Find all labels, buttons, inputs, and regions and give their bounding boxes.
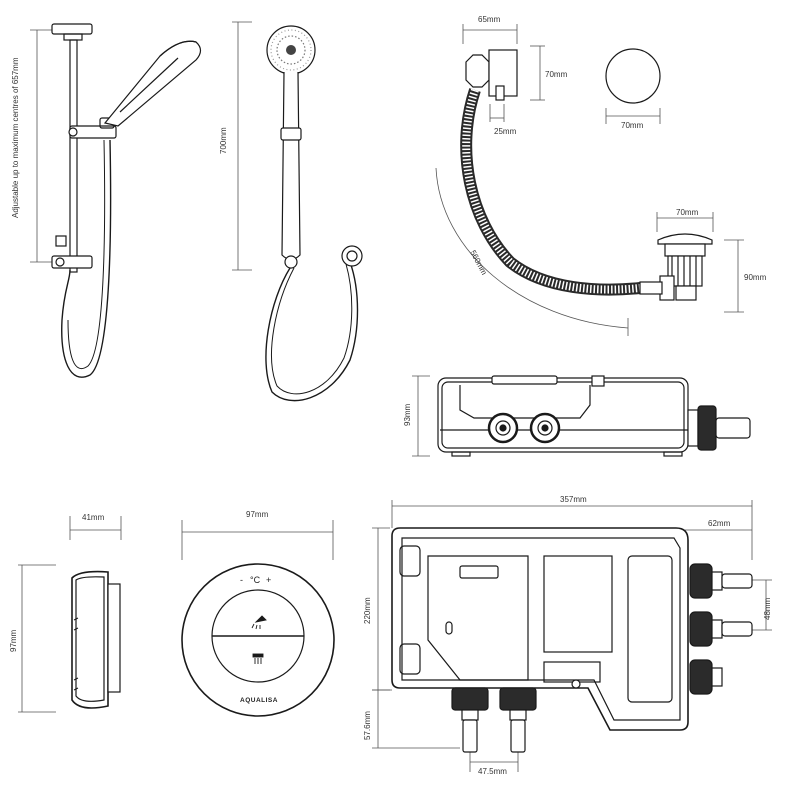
control-depth-label: 41mm bbox=[82, 513, 105, 522]
control-front-view bbox=[181, 520, 335, 717]
unit-dimension-lines bbox=[372, 500, 772, 772]
shower-spray-icon bbox=[251, 615, 267, 630]
rail-dimension-line bbox=[30, 29, 52, 263]
cap-dimension-line bbox=[605, 108, 661, 124]
outlet-width-label: 65mm bbox=[478, 15, 501, 24]
unit-side-dimension-line bbox=[412, 375, 430, 457]
unit-height-label: 220mm bbox=[363, 597, 372, 624]
unit-side-height-label: 93mm bbox=[403, 403, 412, 426]
bottom-spacing-label: 47.5mm bbox=[478, 767, 507, 776]
waste-cap bbox=[605, 48, 661, 104]
waste-outlet-drawing bbox=[435, 24, 744, 336]
temperature-minus: - bbox=[240, 575, 243, 585]
outlet-depth-label: 25mm bbox=[494, 127, 517, 136]
brand-logo-text: AQUALISA bbox=[240, 697, 278, 704]
right-connectors bbox=[689, 563, 753, 695]
control-side-profile bbox=[18, 516, 122, 713]
control-depth-dimension bbox=[18, 516, 122, 713]
temperature-plus: + bbox=[266, 575, 271, 585]
hose-length-label: 560mm bbox=[468, 249, 489, 277]
unit-width-label: 357mm bbox=[560, 495, 587, 504]
temperature-unit: °C bbox=[250, 575, 261, 585]
rail-adjustable-label: Adjustable up to maximum centres of 657m… bbox=[11, 57, 20, 218]
waste-dimension-lines bbox=[656, 212, 744, 313]
control-width-dimension bbox=[181, 520, 334, 560]
handset-drawing bbox=[232, 21, 363, 402]
outlet-height-label: 70mm bbox=[545, 70, 568, 79]
bottom-connectors bbox=[451, 687, 537, 753]
unit-front-view bbox=[372, 500, 772, 772]
click-clack-waste bbox=[639, 233, 713, 301]
riser-rail-drawing bbox=[30, 23, 202, 378]
unit-side-offset-label: 62mm bbox=[708, 519, 731, 528]
unit-side-view bbox=[412, 375, 751, 457]
port-spacing-label: 48mm bbox=[763, 597, 772, 620]
bath-fill-icon bbox=[252, 653, 264, 664]
cap-diameter-label: 70mm bbox=[621, 121, 644, 130]
handset-dimension-line bbox=[232, 21, 252, 271]
handset-height-label: 700mm bbox=[219, 127, 228, 154]
control-width-label: 97mm bbox=[246, 510, 269, 519]
control-height-label: 97mm bbox=[9, 629, 18, 652]
bottom-offset-label: 57.6mm bbox=[363, 711, 372, 740]
waste-width-label: 70mm bbox=[676, 208, 699, 217]
outlet-dimension-lines bbox=[462, 24, 545, 122]
waste-height-label: 90mm bbox=[744, 273, 767, 282]
